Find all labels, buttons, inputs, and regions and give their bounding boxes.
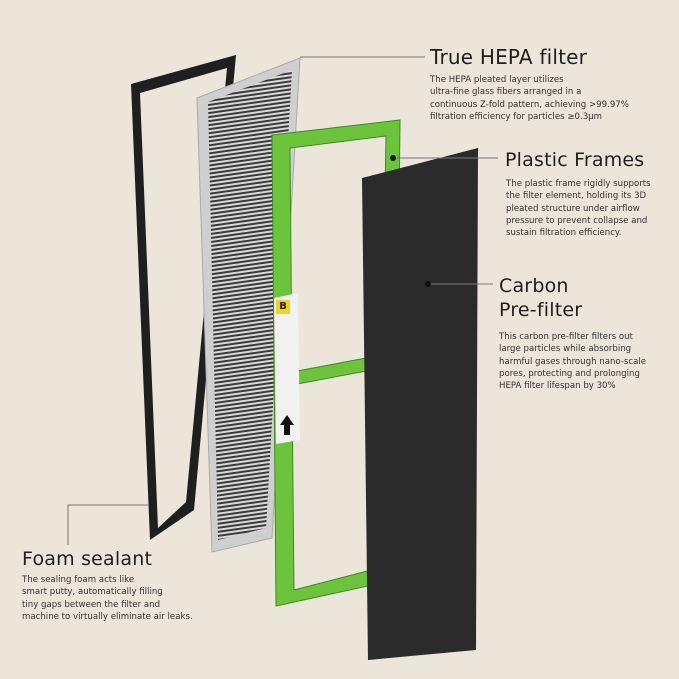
line: The sealing foam acts like [22,575,135,585]
line: pores, protecting and prolonging [499,368,640,379]
hepa-pleats [208,70,292,540]
leader-lines [67,56,498,545]
line: The HEPA pleated layer utilizes [430,75,564,85]
label-badge: B [279,301,287,312]
frames-title: Plastic Frames [505,149,645,171]
line: continuous Z-fold pattern, achieving >99… [430,99,629,110]
carbon-prefilter [362,148,478,660]
frames-body: The plastic frame rigidly supports the fi… [506,178,651,239]
line: large particles while absorbing [499,344,632,355]
foam-title: Foam sealant [22,548,153,570]
line: harmful gases through nano-scale [499,356,647,367]
line: sustain filtration efficiency. [506,228,622,239]
line: tiny gaps between the filter and [22,599,161,610]
foam-body: The sealing foam acts like smart putty, a… [22,574,193,623]
carbon-body: This carbon pre-filter filters out large … [499,331,646,392]
line: The plastic frame rigidly supports [506,179,651,189]
line: ultra-fine glass fibers arranged in a [430,87,582,98]
hepa-title: True HEPA filter [430,45,588,69]
line: machine to virtually eliminate air leaks… [22,611,193,622]
line: HEPA filter lifespan by 30% [499,381,616,392]
line: pleated structure under airflow [506,203,640,214]
line: smart putty, automatically filling [22,587,163,598]
line: This carbon pre-filter filters out [499,332,633,342]
frame-label [274,293,300,444]
hepa-body: The HEPA pleated layer utilizes ultra-fin… [430,74,629,123]
line: the filter element, holding its 3D [506,191,647,202]
line: Carbon [499,275,569,297]
line: pressure to prevent collapse and [506,215,648,226]
line: filtration efficiency for particles ≥0.3… [430,111,603,122]
line: Pre-filter [499,299,583,321]
